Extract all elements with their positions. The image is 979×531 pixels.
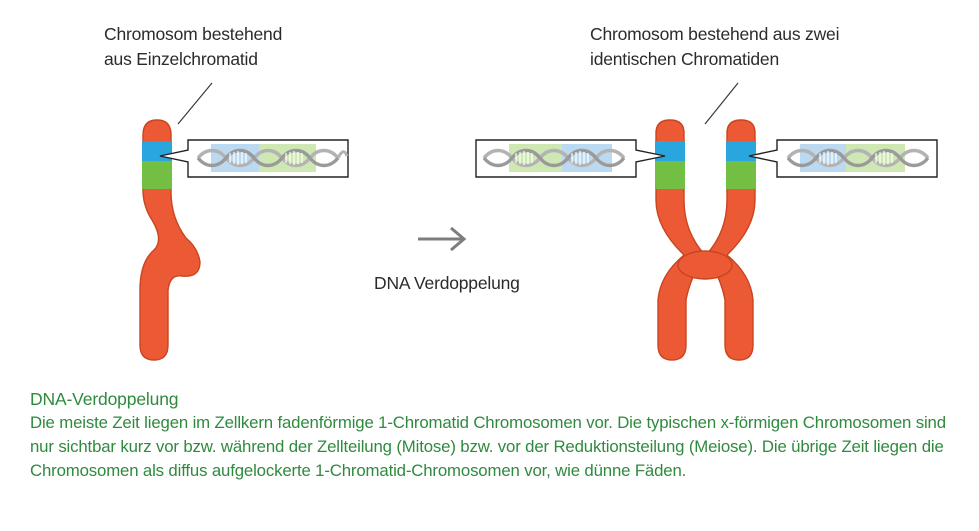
centromere bbox=[677, 250, 733, 280]
single-chromatid-chromosome bbox=[139, 119, 201, 361]
label-line: Chromosom bestehend bbox=[104, 24, 283, 44]
caption-title: DNA-Verdoppelung bbox=[30, 389, 179, 409]
left-dna-callout bbox=[159, 139, 349, 178]
caption: DNA-Verdoppelung Die meiste Zeit liegen … bbox=[30, 387, 970, 483]
left-blue-band bbox=[655, 141, 685, 161]
left-green-band bbox=[655, 161, 685, 189]
label-line: identischen Chromatiden bbox=[590, 49, 779, 69]
two-chromatid-chromosome bbox=[655, 119, 756, 361]
two-chromatid-label: Chromosom bestehend aus zwei identischen… bbox=[590, 22, 839, 72]
label-line: Chromosom bestehend aus zwei bbox=[590, 24, 840, 44]
label-line: aus Einzelchromatid bbox=[104, 49, 258, 69]
caption-body: Die meiste Zeit liegen im Zellkern faden… bbox=[30, 413, 946, 480]
right-right-dna-callout bbox=[748, 139, 938, 178]
left-label-leader bbox=[177, 82, 213, 125]
right-label-leader bbox=[704, 82, 739, 125]
right-green-band bbox=[726, 161, 756, 189]
arrow-icon bbox=[418, 226, 467, 252]
arrow-label: DNA Verdoppelung bbox=[374, 273, 520, 293]
green-band bbox=[142, 161, 172, 189]
single-chromatid-label: Chromosom bestehend aus Einzelchromatid bbox=[104, 22, 282, 72]
right-left-dna-callout bbox=[475, 139, 666, 178]
right-blue-band bbox=[726, 141, 756, 161]
